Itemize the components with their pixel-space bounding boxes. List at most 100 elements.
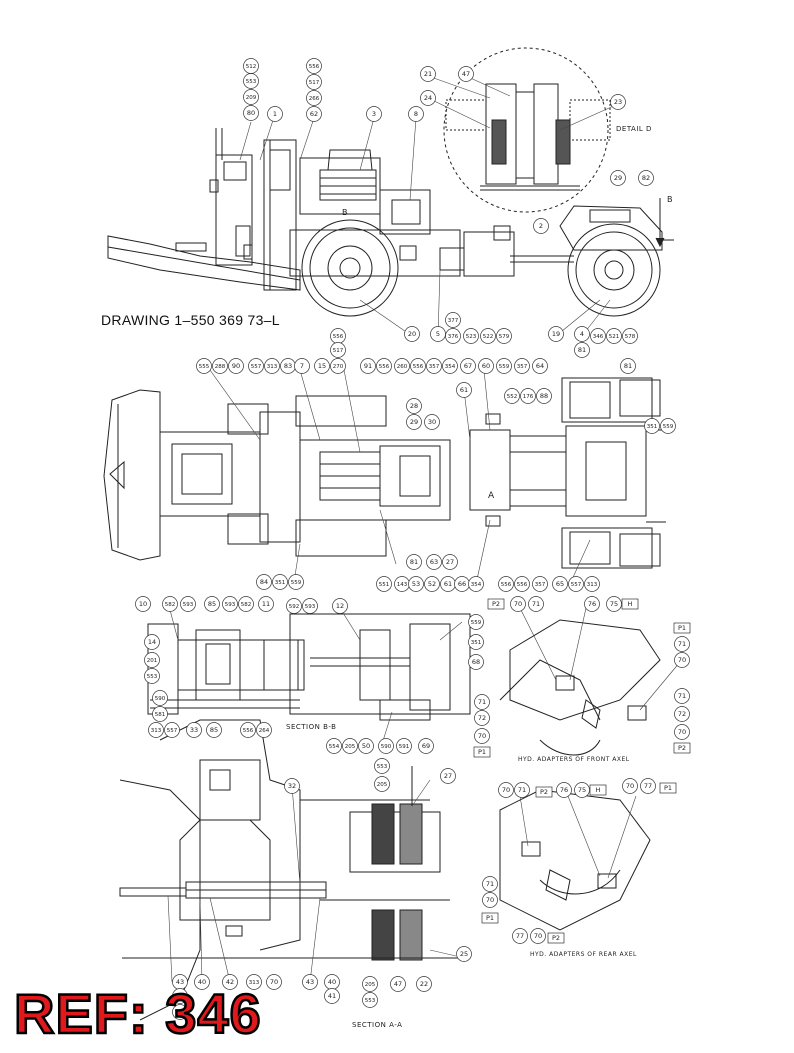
part-balloon bbox=[172, 1004, 188, 1020]
part-balloon bbox=[532, 576, 548, 592]
part-number: 209 bbox=[246, 95, 257, 101]
part-balloon bbox=[442, 554, 458, 570]
part-balloon bbox=[552, 576, 568, 592]
part-number: 551 bbox=[379, 582, 390, 588]
part-number: 43 bbox=[306, 978, 314, 986]
part-number: 10 bbox=[139, 600, 147, 608]
part-number: 21 bbox=[424, 70, 432, 78]
part-number: 3 bbox=[372, 110, 376, 118]
part-number: 313 bbox=[267, 364, 278, 370]
part-balloon bbox=[243, 105, 259, 121]
part-balloon bbox=[294, 358, 310, 374]
part-balloon bbox=[640, 778, 656, 794]
part-number: 7 bbox=[300, 362, 304, 370]
part-balloon bbox=[474, 710, 490, 726]
part-balloon bbox=[264, 358, 280, 374]
part-number: 47 bbox=[394, 980, 402, 988]
part-number: 205 bbox=[345, 744, 356, 750]
hyd-rear-axle-label: HYD. ADAPTERS OF REAR AXEL bbox=[530, 951, 637, 958]
part-balloon bbox=[514, 782, 530, 798]
part-number: 22 bbox=[420, 980, 428, 988]
part-number: 5 bbox=[436, 330, 440, 338]
part-balloon bbox=[468, 576, 484, 592]
part-balloon bbox=[463, 328, 479, 344]
part-balloon bbox=[326, 738, 342, 754]
view-b-marker: B bbox=[667, 195, 673, 204]
part-number: 66 bbox=[458, 580, 466, 588]
part-balloon bbox=[498, 782, 514, 798]
leader-lines bbox=[167, 75, 681, 983]
part-number: P1 bbox=[664, 784, 672, 792]
part-balloon bbox=[406, 554, 422, 570]
part-balloon bbox=[556, 782, 572, 798]
part-balloon bbox=[302, 598, 318, 614]
part-balloon bbox=[474, 728, 490, 744]
part-balloon bbox=[504, 388, 520, 404]
tag-box bbox=[659, 782, 677, 794]
part-balloon bbox=[610, 94, 626, 110]
part-balloon bbox=[536, 388, 552, 404]
part-number: 172 bbox=[175, 994, 186, 1000]
part-number: 71 bbox=[678, 640, 686, 648]
part-number: 65 bbox=[556, 580, 564, 588]
part-balloon bbox=[456, 946, 472, 962]
part-number: 556 bbox=[413, 364, 424, 370]
part-number: 30 bbox=[428, 418, 436, 426]
part-balloon bbox=[194, 974, 210, 990]
part-balloon bbox=[374, 758, 390, 774]
part-number: 264 bbox=[259, 728, 270, 734]
part-number: 70 bbox=[514, 600, 522, 608]
part-number: 81 bbox=[624, 362, 632, 370]
part-number: 205 bbox=[365, 982, 376, 988]
part-number: 76 bbox=[588, 600, 596, 608]
part-number: 559 bbox=[499, 364, 510, 370]
part-balloon bbox=[482, 876, 498, 892]
part-balloon bbox=[164, 722, 180, 738]
part-balloon bbox=[514, 576, 530, 592]
part-balloon bbox=[288, 574, 304, 590]
part-balloon bbox=[186, 722, 202, 738]
part-balloon bbox=[332, 598, 348, 614]
part-number: 75 bbox=[610, 600, 618, 608]
part-balloon bbox=[248, 358, 264, 374]
part-balloon bbox=[426, 554, 442, 570]
part-number: 581 bbox=[155, 712, 166, 718]
part-balloon bbox=[256, 574, 272, 590]
part-number: 4 bbox=[580, 330, 584, 338]
part-number: 88 bbox=[540, 392, 548, 400]
part-balloon bbox=[144, 668, 160, 684]
part-number: 20 bbox=[408, 330, 416, 338]
part-balloon bbox=[362, 992, 378, 1008]
side-view bbox=[107, 128, 674, 317]
part-balloon bbox=[240, 722, 256, 738]
part-number: 71 bbox=[478, 698, 486, 706]
part-number: P1 bbox=[486, 914, 494, 922]
part-number: 50 bbox=[362, 742, 370, 750]
part-balloon bbox=[674, 706, 690, 722]
part-balloon bbox=[420, 66, 436, 82]
part-balloon bbox=[358, 738, 374, 754]
hyd-front-axle-label: HYD. ADAPTERS OF FRONT AXEL bbox=[518, 756, 630, 763]
part-balloon bbox=[606, 596, 622, 612]
part-balloon bbox=[172, 988, 188, 1004]
part-balloon bbox=[404, 326, 420, 342]
part-balloon bbox=[212, 358, 228, 374]
part-number: P2 bbox=[540, 788, 548, 796]
part-balloon bbox=[362, 976, 378, 992]
part-balloon bbox=[514, 358, 530, 374]
part-balloon bbox=[330, 358, 346, 374]
part-balloon bbox=[460, 358, 476, 374]
part-number: 8 bbox=[414, 110, 418, 118]
part-number: 376 bbox=[448, 334, 459, 340]
part-number: 559 bbox=[663, 424, 674, 430]
part-number: 354 bbox=[445, 364, 456, 370]
part-balloon bbox=[302, 974, 318, 990]
part-number: 77 bbox=[644, 782, 652, 790]
tag-box bbox=[481, 912, 499, 924]
part-number: 357 bbox=[535, 582, 546, 588]
part-balloon bbox=[426, 358, 442, 374]
part-number: H bbox=[628, 600, 633, 608]
part-number: 593 bbox=[305, 604, 316, 610]
tag-box bbox=[547, 932, 565, 944]
part-balloon bbox=[574, 326, 590, 342]
